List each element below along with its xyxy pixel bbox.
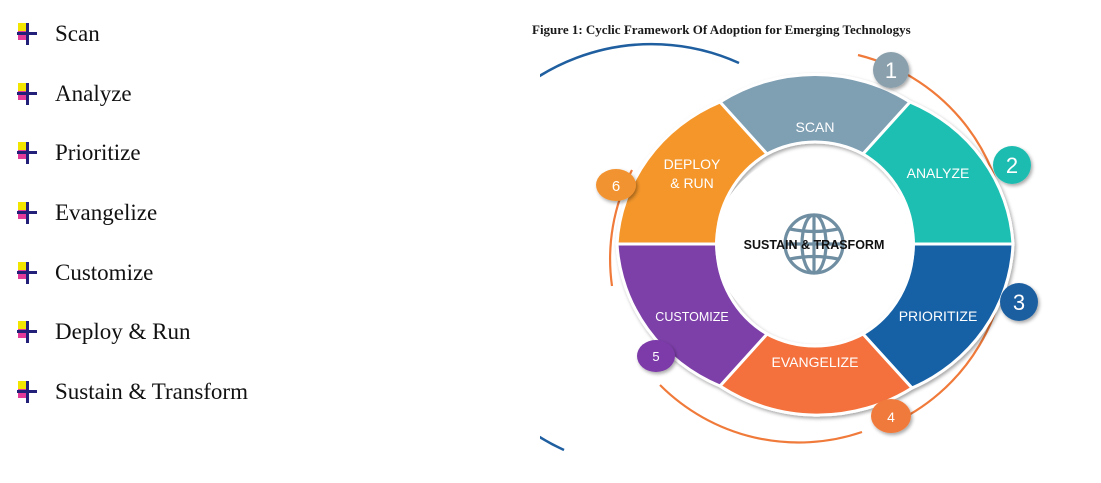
segment-label-deploy: DEPLOY bbox=[664, 156, 721, 172]
step-badge-5: 5 bbox=[637, 340, 675, 372]
bullet-item-evangelize: Evangelize bbox=[14, 193, 248, 253]
bullet-label: Scan bbox=[55, 21, 100, 46]
center-label: SUSTAIN & TRASFORM bbox=[744, 238, 885, 252]
step-badge-6: 6 bbox=[596, 169, 636, 201]
step-number: 6 bbox=[612, 178, 620, 195]
step-number: 3 bbox=[1013, 290, 1025, 315]
segment-scan bbox=[717, 73, 913, 156]
adoption-cycle-diagram: SUSTAIN & TRASFORM SCAN ANALYZE PRIORITI… bbox=[437, 40, 1080, 478]
globe-icon bbox=[783, 213, 845, 275]
bullet-marker-icon bbox=[14, 20, 42, 48]
bullet-label: Prioritize bbox=[55, 140, 141, 166]
bullet-list: Scan Analyze Prioritize bbox=[14, 14, 248, 432]
segment-label-scan: SCAN bbox=[796, 119, 835, 135]
segment-label-evangelize: EVANGELIZE bbox=[772, 354, 859, 370]
step-number: 4 bbox=[887, 409, 895, 425]
bullet-item-prioritize: Prioritize bbox=[14, 133, 248, 193]
figure-caption: Figure 1: Cyclic Framework Of Adoption f… bbox=[532, 22, 911, 37]
outer-arc-orange-bottom bbox=[659, 384, 863, 444]
step-badge-2: 2 bbox=[993, 146, 1031, 184]
step-badge-3: 3 bbox=[1000, 283, 1038, 321]
bullet-marker-icon bbox=[14, 80, 42, 108]
segment-label-customize: CUSTOMIZE bbox=[655, 310, 728, 324]
bullet-item-analyze: Analyze bbox=[14, 74, 248, 134]
bullet-marker-icon bbox=[14, 259, 42, 287]
step-number: 5 bbox=[652, 349, 659, 364]
bullet-label: Evangelize bbox=[55, 200, 158, 226]
bullet-label: Deploy & Run bbox=[55, 319, 191, 345]
segment-label-analyze: ANALYZE bbox=[907, 165, 970, 181]
bullet-item-sustain-transform: Sustain & Transform bbox=[14, 372, 248, 432]
segment-evangelize bbox=[717, 332, 915, 417]
step-number: 2 bbox=[1006, 153, 1018, 178]
step-number: 1 bbox=[885, 58, 897, 83]
bullet-item-deploy-run: Deploy & Run bbox=[14, 312, 248, 372]
bullet-marker-icon bbox=[14, 318, 42, 346]
bullet-item-customize: Customize bbox=[14, 253, 248, 313]
step-badge-4: 4 bbox=[871, 399, 911, 433]
bullet-marker-icon bbox=[14, 199, 42, 227]
bullet-marker-icon bbox=[14, 139, 42, 167]
segment-label-run: & RUN bbox=[670, 175, 714, 191]
bullet-label: Analyze bbox=[55, 80, 132, 106]
bullet-item-scan: Scan bbox=[14, 14, 248, 74]
step-badge-1: 1 bbox=[873, 52, 909, 88]
bullet-label: Customize bbox=[55, 259, 154, 285]
segment-analyze bbox=[860, 100, 1015, 246]
segment-label-prioritize: PRIORITIZE bbox=[899, 308, 978, 324]
bullet-marker-icon bbox=[14, 378, 42, 406]
bullet-label: Sustain & Transform bbox=[55, 379, 248, 405]
